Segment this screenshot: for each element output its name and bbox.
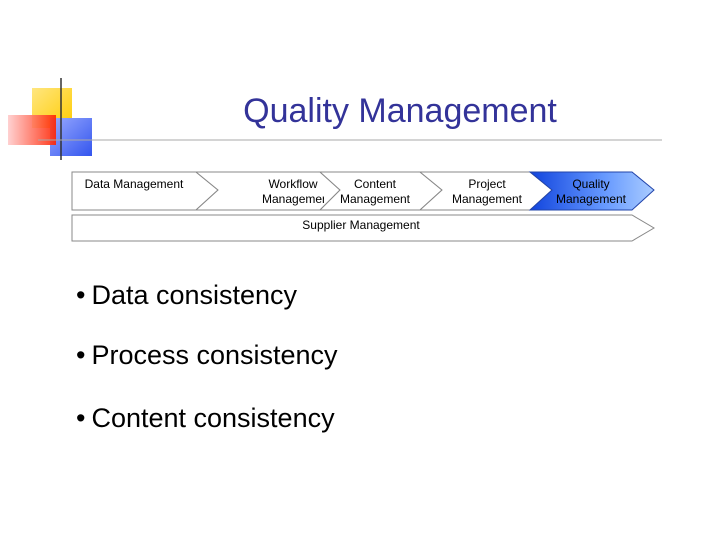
slide-title: Quality Management [243, 92, 557, 130]
bullet-text: Content consistency [91, 403, 335, 433]
stage-label-quality-management: Quality Management [555, 177, 627, 206]
stage-label-data-management: Data Management [84, 177, 184, 191]
bullet-item: •Process consistency [76, 340, 338, 371]
bullet-text: Process consistency [91, 340, 338, 370]
stage-label-content-management: Content Management [339, 177, 411, 206]
bullet-text: Data consistency [91, 280, 298, 310]
decorative-logo [8, 78, 662, 160]
bullet-symbol: • [76, 280, 86, 310]
stage-quality-management [528, 171, 655, 211]
stage-label-project-management: Project Management [451, 177, 523, 206]
supplier-management-label: Supplier Management [302, 218, 420, 232]
supplier-management-bar [71, 214, 655, 242]
process-chain-diagram [71, 171, 655, 242]
bullet-item: •Data consistency [76, 280, 297, 311]
stage-label-workflow-management: Workflow Management [262, 177, 324, 206]
blue-square [50, 118, 92, 156]
bullet-symbol: • [76, 403, 86, 433]
bullet-symbol: • [76, 340, 86, 370]
bullet-item: •Content consistency [76, 403, 335, 434]
